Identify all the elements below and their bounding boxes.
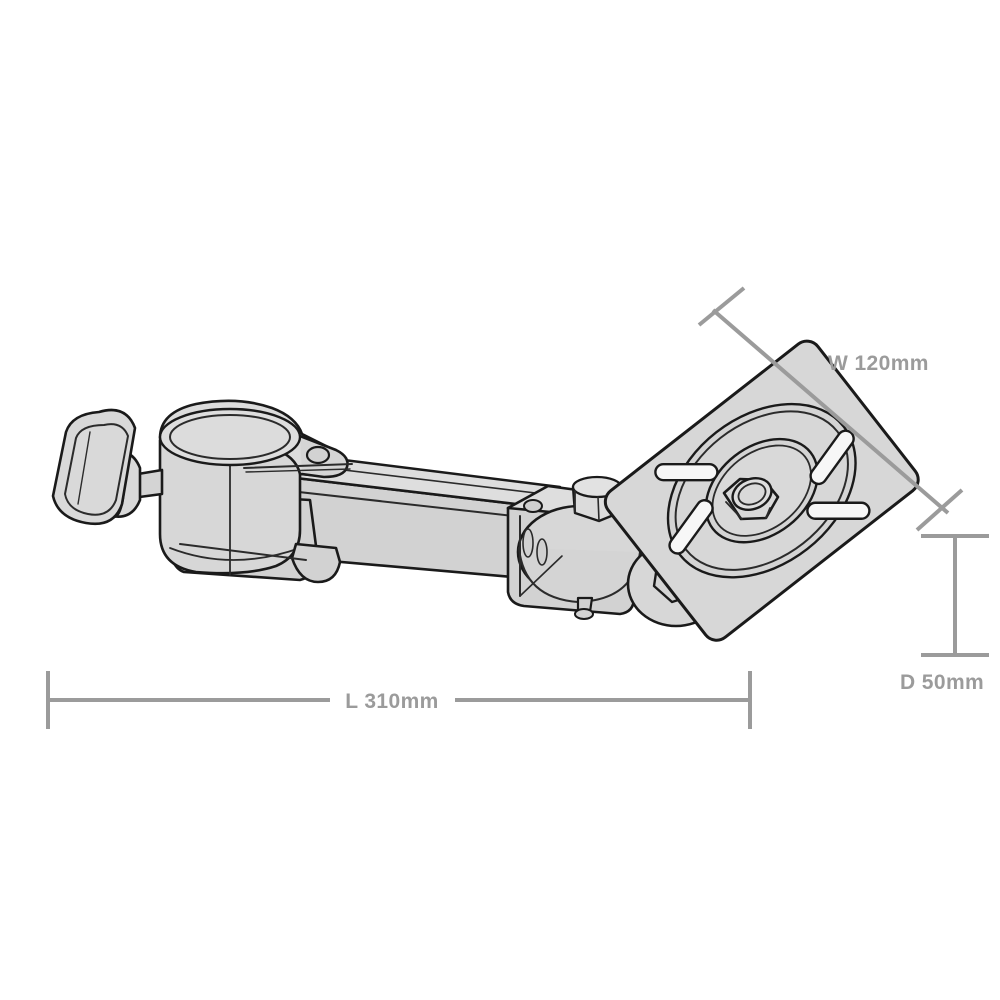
plate-slot [654,462,719,482]
swivel-hub [666,402,857,579]
dimension-length [46,671,752,729]
dimension-annotations: W 120mm D 50mm L 310mm [46,286,989,729]
plate-slot [809,429,855,486]
center-nut [722,477,780,521]
dimension-depth [921,534,989,657]
plate-slot [806,501,871,520]
width-dimension-label: W 120mm [828,352,929,375]
depth-dimension-label: D 50mm [900,671,984,694]
dimension-width [697,286,964,532]
clamp-flange [158,399,353,479]
product-illustration [51,339,920,642]
length-dimension-label: L 310mm [345,690,438,713]
plate-slot [668,499,714,555]
width-dimension-cap-end [915,488,964,532]
clamp-knob [51,408,137,526]
clamp-foot [179,542,342,584]
width-dimension-cap-start [697,286,746,327]
clamp-body [158,434,318,582]
plate-slots [654,429,871,555]
width-dimension-line [711,308,950,515]
